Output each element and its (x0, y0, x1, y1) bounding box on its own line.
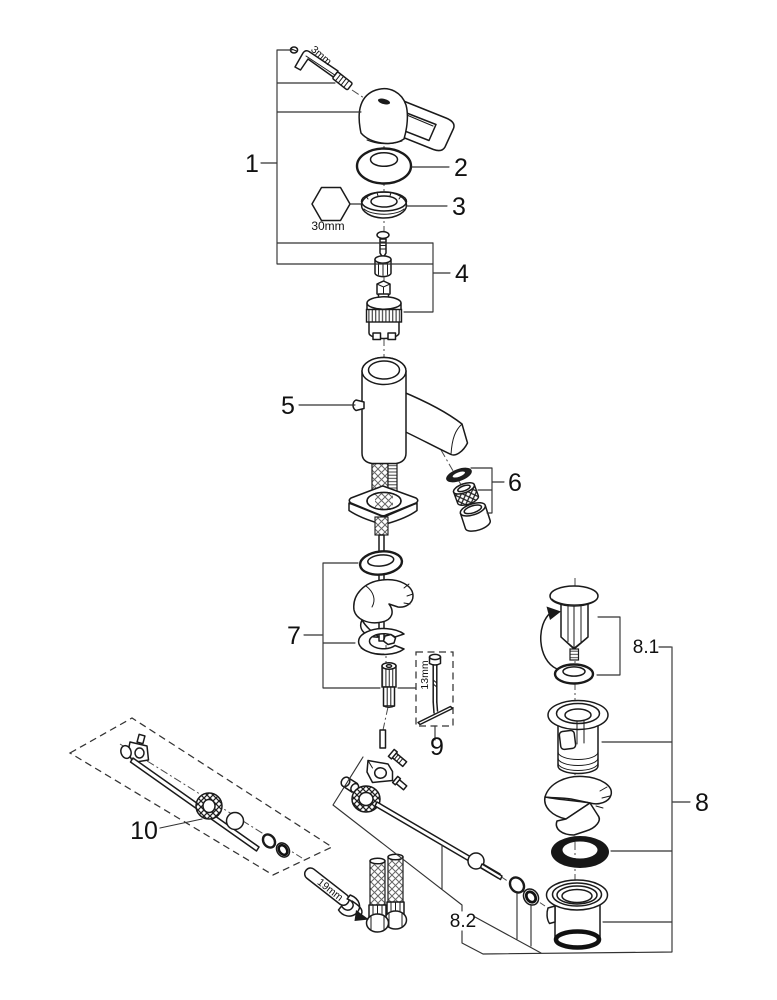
group-mounting-hardware (353, 550, 414, 708)
part-dome-ring (355, 147, 413, 185)
callout-8-2: 8.2 (450, 911, 476, 932)
threaded-stud (381, 662, 397, 708)
callout-4: 4 (455, 260, 469, 288)
group-rod-assembly (340, 729, 540, 906)
lower-braided-hose (374, 516, 389, 536)
dim-cap-nut: 30mm (311, 219, 344, 233)
bracket-8-2 (332, 756, 542, 954)
clamp-block (366, 759, 394, 784)
grub-screw (332, 71, 353, 91)
callout-2: 2 (454, 154, 468, 182)
part-faucet-body (348, 356, 469, 642)
escutcheon-plate (348, 485, 419, 525)
centerlines (119, 89, 576, 948)
cartridge-screw (376, 230, 390, 259)
rod-knurled-wheel (195, 792, 223, 820)
horseshoe-washer (357, 627, 405, 656)
callout-8-1: 8.1 (633, 637, 659, 658)
drain-lower-housing (545, 879, 609, 950)
dim-wrench: 19mm (315, 876, 346, 904)
callout-10: 10 (130, 817, 158, 845)
bracket-8 (461, 646, 691, 955)
plug-stopper (549, 585, 599, 661)
rod-shaft (129, 757, 260, 852)
part-cap-nut (360, 191, 408, 219)
bracket-lines (159, 49, 691, 955)
callout-1: 1 (245, 150, 259, 178)
hex-30mm-symbol (311, 186, 362, 222)
group-cartridge (365, 230, 403, 341)
group-popup-plug (539, 585, 599, 685)
hex-key (294, 50, 339, 79)
knurled-nut (351, 785, 381, 813)
supply-hose-left (365, 857, 390, 933)
callout-3: 3 (452, 193, 466, 221)
wrench-arrowhead (354, 910, 369, 921)
rod-washer (522, 888, 540, 906)
clamp-bolt (387, 748, 408, 768)
callout-8: 8 (695, 789, 709, 817)
rod-o-ring-2 (275, 842, 291, 858)
supply-hose-right (383, 853, 408, 930)
clamp-screw (391, 775, 408, 791)
cartridge-cap (374, 255, 392, 278)
bracket-4 (403, 242, 451, 313)
rod-o-ring-1 (261, 833, 277, 849)
callout-5: 5 (281, 392, 295, 420)
callout-9: 9 (430, 733, 444, 761)
aerator-insert (452, 481, 480, 506)
drain-flange (547, 699, 609, 775)
wrench-arrow-curve (351, 900, 363, 915)
body-pin (352, 399, 365, 412)
group-pullrod-kit (68, 717, 334, 876)
rotate-arrow (539, 611, 558, 670)
aerator-seal (446, 467, 472, 483)
plug-seal-ring (553, 663, 595, 685)
group-supply-hoses (303, 853, 408, 933)
callout-6: 6 (508, 469, 522, 497)
drain-o-ring (551, 836, 609, 868)
bracket-8-1 (596, 616, 621, 676)
faucet-spout (396, 390, 469, 456)
open-end-wrench (303, 867, 361, 917)
group-aerator (446, 467, 491, 532)
drain-wedge-gasket (544, 775, 613, 836)
socket-tool (417, 653, 454, 726)
group-handle-assembly (289, 46, 455, 152)
aerator-housing (459, 501, 491, 532)
horizontal-rod-ball (467, 852, 485, 870)
bracket-7 (303, 562, 417, 689)
group-drain-set (544, 699, 613, 950)
dim-socket-tool: 13mm (419, 660, 431, 689)
callout-labels: 1 2 3 4 5 6 7 8 8.1 8.2 9 10 3mm 30mm 13… (130, 44, 709, 932)
callout-7: 7 (287, 622, 301, 650)
leader-10 (159, 818, 203, 829)
bracket-1 (276, 49, 434, 265)
cartridge (365, 280, 403, 341)
rod-stub (379, 729, 387, 749)
rod-seal-small (508, 876, 526, 894)
kit-dashed-outline (68, 717, 334, 876)
bracket-6 (470, 467, 505, 514)
lever-handle (358, 88, 455, 152)
base-o-ring (358, 550, 404, 576)
rod-ball (225, 811, 245, 831)
